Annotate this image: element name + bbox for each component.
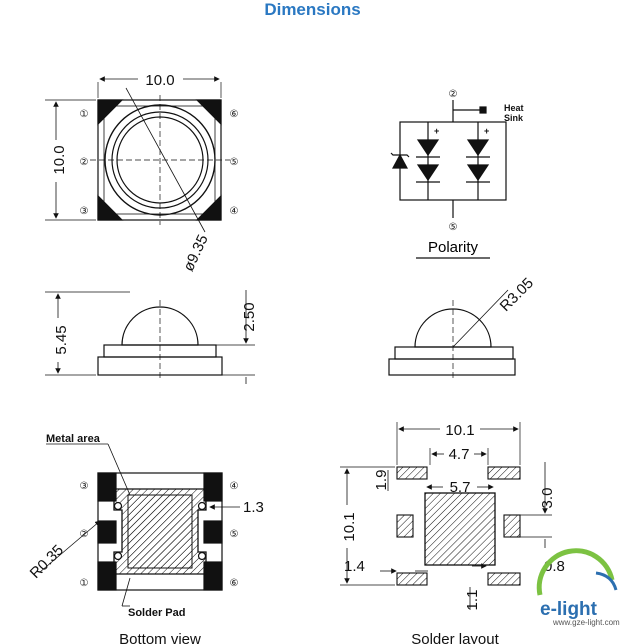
top-height-label: 10.0 bbox=[51, 145, 68, 174]
solder-pad-width: 1.4 bbox=[344, 558, 365, 575]
solder-overall-height: 10.1 bbox=[341, 512, 358, 541]
pin-4-label: ④ bbox=[230, 206, 239, 217]
side-view-left bbox=[45, 290, 255, 384]
dome-height-label: 2.50 bbox=[241, 302, 258, 331]
page-title: Dimensions bbox=[264, 0, 361, 19]
polarity-label: Polarity bbox=[428, 239, 479, 256]
solder-center-width: 5.7 bbox=[450, 479, 471, 496]
bottom-pin-6: ⑥ bbox=[230, 578, 239, 589]
bottom-view bbox=[39, 443, 240, 607]
bottom-pin-1: ① bbox=[80, 578, 89, 589]
pin-2-label: ② bbox=[80, 157, 89, 168]
solder-inner-width: 4.7 bbox=[449, 446, 470, 463]
solder-left-height: 1.9 bbox=[373, 470, 390, 491]
bottom-pin-2: ② bbox=[80, 529, 89, 540]
plus-right: + bbox=[484, 126, 489, 136]
solder-right-height: 3.0 bbox=[539, 488, 556, 509]
polarity-pin-bottom: ⑤ bbox=[449, 222, 458, 233]
total-height-label: 5.45 bbox=[53, 325, 70, 354]
pin-1-label: ① bbox=[80, 109, 89, 120]
solder-pad-label: Solder Pad bbox=[128, 607, 185, 619]
solder-overall-width: 10.1 bbox=[445, 422, 474, 439]
top-width-label: 10.0 bbox=[145, 72, 174, 89]
polarity-schematic bbox=[390, 100, 507, 218]
logo-url: www.gze-light.com bbox=[552, 618, 620, 627]
lens-diameter-label: ø9.35 bbox=[180, 232, 212, 274]
bottom-pin-4: ④ bbox=[230, 481, 239, 492]
pin-5-label: ⑤ bbox=[230, 157, 239, 168]
solder-layout bbox=[340, 422, 552, 610]
plus-left: + bbox=[434, 126, 439, 136]
e-light-logo: e-light www.gze-light.com bbox=[536, 548, 620, 627]
corner-radius-label: R0.35 bbox=[27, 542, 67, 582]
polarity-pin-top: ② bbox=[449, 89, 458, 100]
pin-6-label: ⑥ bbox=[230, 109, 239, 120]
top-view bbox=[45, 76, 230, 233]
bottom-pin-5: ⑤ bbox=[230, 529, 239, 540]
solder-bottom-height: 1.1 bbox=[464, 590, 481, 611]
bottom-view-caption: Bottom view bbox=[119, 631, 201, 644]
dome-radius-label: R3.05 bbox=[497, 275, 537, 315]
pin-3-label: ③ bbox=[80, 206, 89, 217]
bottom-pin-3: ③ bbox=[80, 481, 89, 492]
heat-sink-line1: Heat bbox=[504, 103, 524, 113]
metal-area-label: Metal area bbox=[46, 433, 101, 445]
heat-sink-line2: Sink bbox=[504, 113, 524, 123]
solder-layout-caption: Solder layout bbox=[411, 631, 499, 644]
side-view-right bbox=[388, 289, 516, 380]
pad-gap-label: 1.3 bbox=[243, 499, 264, 516]
logo-brand: e-light bbox=[540, 599, 598, 620]
